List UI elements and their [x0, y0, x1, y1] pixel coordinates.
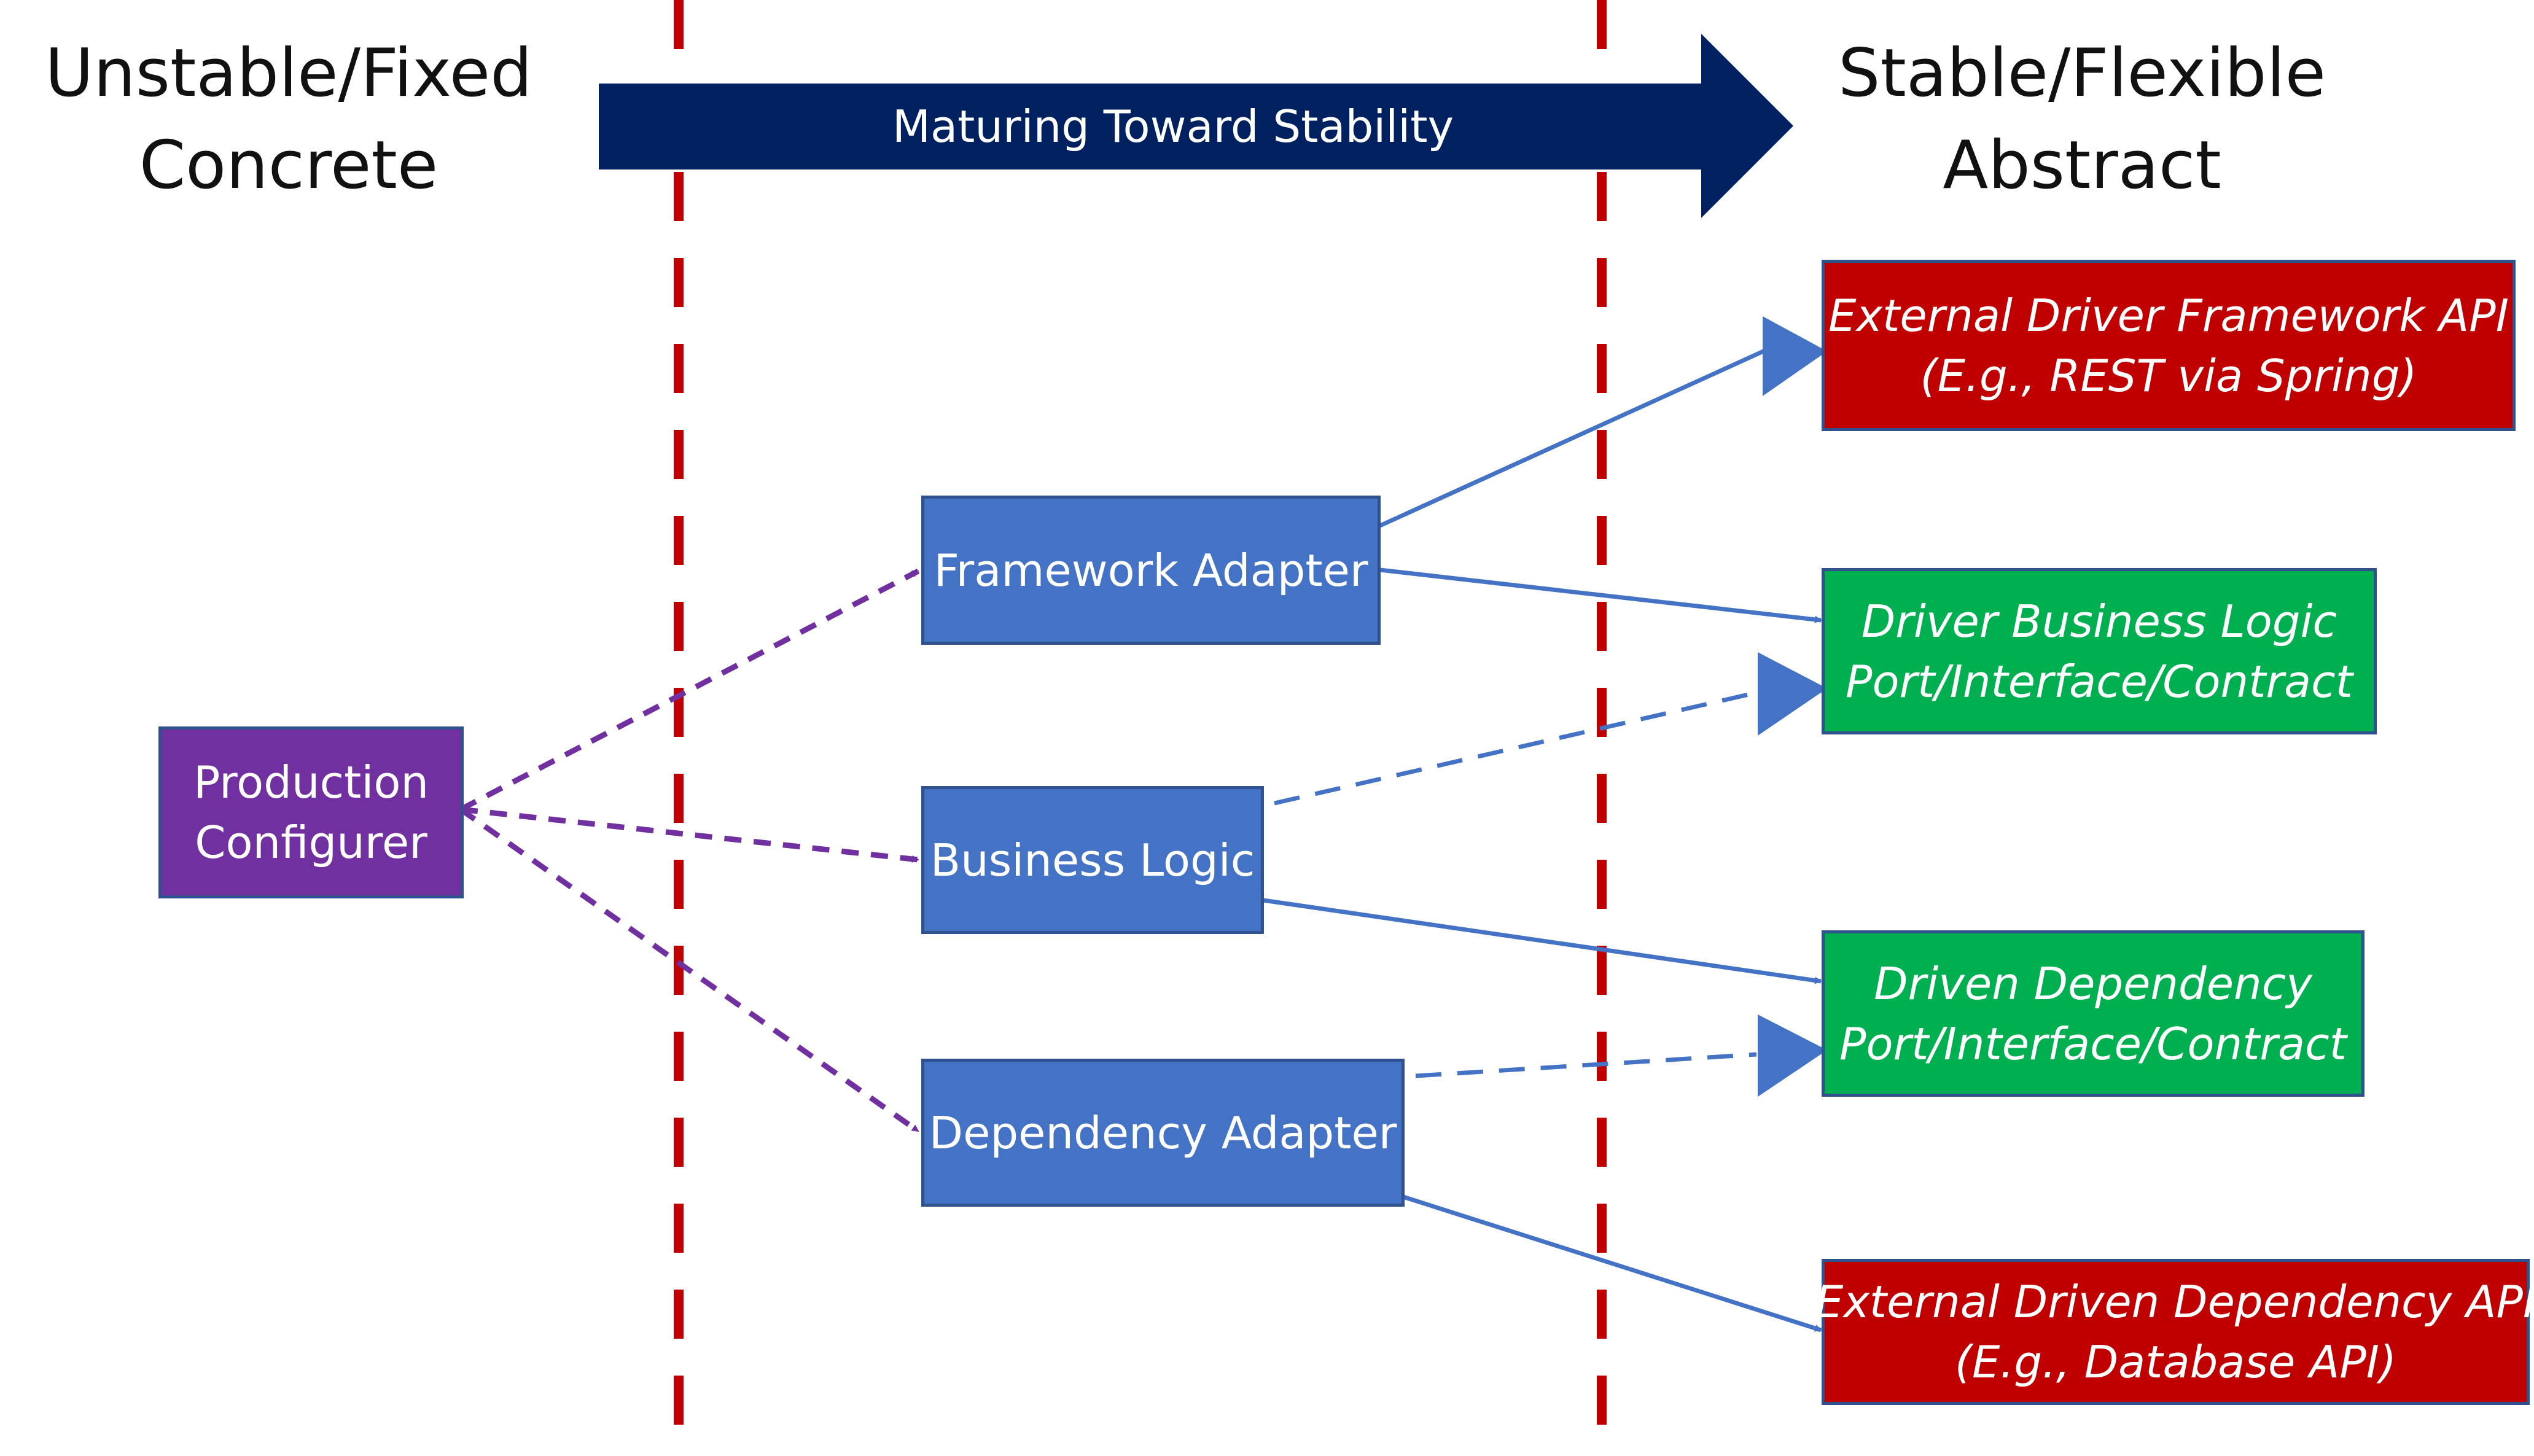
driven-port-line1: Driven Dependency [1874, 957, 2312, 1010]
framework-adapter-label: Framework Adapter [934, 544, 1368, 596]
driver-port-box: Driver Business Logic Port/Interface/Con… [1822, 568, 2377, 734]
external-driver-api-line1: External Driver Framework API [1828, 289, 2509, 341]
external-driver-api-line2: (E.g., REST via Spring) [1920, 349, 2417, 402]
connector-configurer-to-dependency-adapter [459, 807, 920, 1134]
driven-port-line2: Port/Interface/Contract [1839, 1018, 2347, 1070]
dependency-adapter-label: Dependency Adapter [929, 1107, 1397, 1159]
right-heading-line1: Stable/Flexible [1838, 35, 2326, 112]
connector-configurer-to-framework-adapter [459, 569, 920, 812]
triangle-head-driven-port [1758, 1014, 1827, 1097]
connector-configurer-to-business-logic [460, 806, 919, 863]
production-configurer-line2: Configurer [195, 817, 427, 868]
left-heading-line1: Unstable/Fixed [45, 35, 532, 112]
connector-dependency-adapter-uses-external-api [1402, 1194, 1822, 1333]
framework-adapter-box: Framework Adapter [921, 496, 1381, 645]
external-driven-api-line2: (E.g., Database API) [1954, 1336, 2397, 1388]
external-driven-api-box: External Driven Dependency API (E.g., Da… [1815, 1259, 2534, 1405]
external-driven-api-line1: External Driven Dependency API [1815, 1276, 2534, 1328]
right-heading-line2: Abstract [1943, 127, 2221, 204]
connector-business-logic-implements-driver-port [1274, 690, 1757, 806]
triangle-head-driver-port [1758, 652, 1827, 736]
triangle-head-external-driver-api [1763, 316, 1827, 396]
driver-port-line2: Port/Interface/Contract [1846, 655, 2353, 707]
driver-port-line1: Driver Business Logic [1861, 595, 2337, 647]
connector-framework-adapter-uses-external-api [1379, 346, 1770, 528]
left-heading-line2: Concrete [139, 127, 439, 204]
external-driver-api-box: External Driver Framework API (E.g., RES… [1822, 260, 2516, 431]
banner-label: Maturing Toward Stability [892, 101, 1454, 152]
production-configurer-line1: Production [193, 757, 429, 808]
connector-framework-adapter-uses-driver-port [1379, 567, 1822, 623]
production-configurer-box: Production Configurer [158, 726, 464, 898]
connector-dependency-adapter-implements-driven-port [1415, 1052, 1757, 1078]
business-logic-box: Business Logic [921, 786, 1264, 934]
business-logic-label: Business Logic [930, 834, 1255, 886]
left-heading: Unstable/Fixed Concrete [25, 28, 553, 212]
right-heading: Stable/Flexible Abstract [1812, 28, 2352, 212]
maturing-banner-arrow [599, 34, 1793, 218]
dependency-adapter-box: Dependency Adapter [921, 1059, 1405, 1207]
connector-business-logic-uses-driven-port [1263, 898, 1822, 984]
driven-port-box: Driven Dependency Port/Interface/Contrac… [1822, 930, 2364, 1097]
